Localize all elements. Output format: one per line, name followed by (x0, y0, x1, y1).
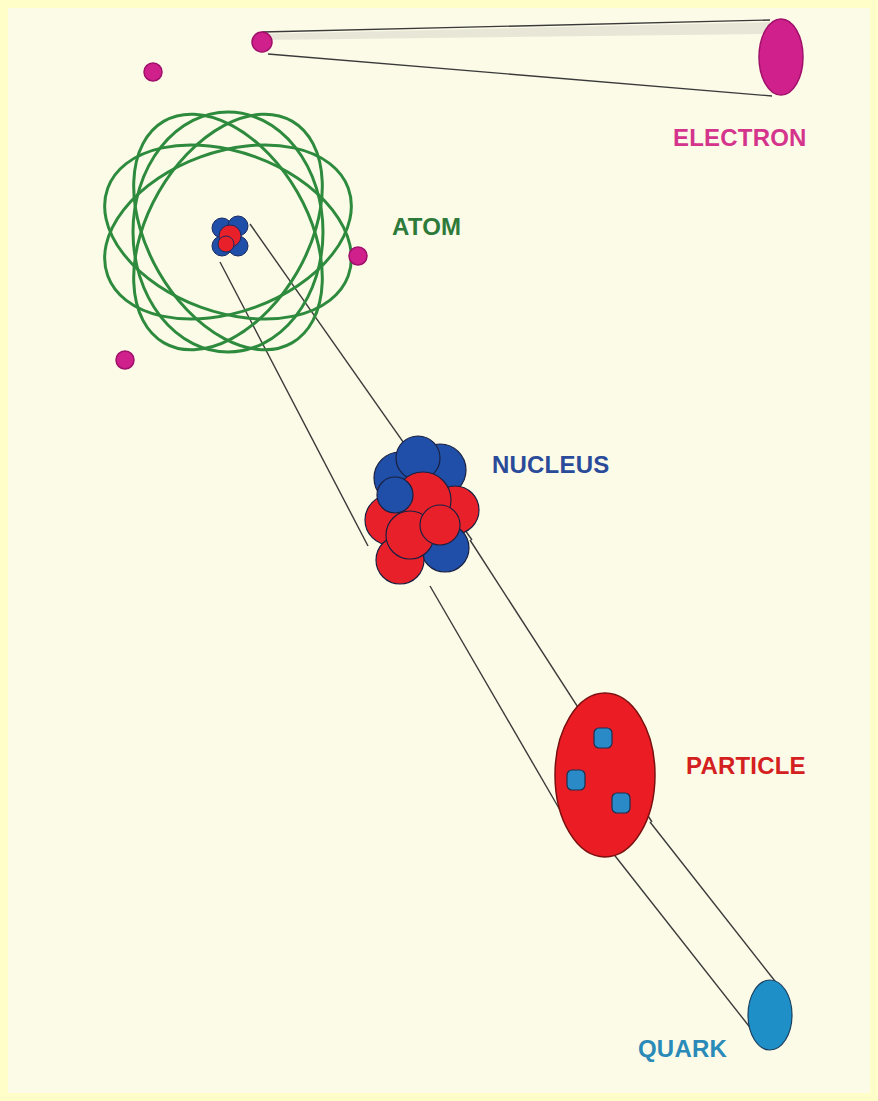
electron-dot (144, 63, 162, 81)
zoom-band (262, 22, 770, 40)
orbit (133, 112, 323, 352)
orbit (80, 113, 375, 351)
orbit (95, 81, 362, 383)
orbit (95, 81, 362, 383)
part-label: ATOM (392, 215, 461, 239)
part-label: NUCLEUS (492, 453, 609, 477)
part-label: QUARK (638, 1037, 727, 1061)
zoom-line (612, 852, 752, 1030)
small-nucleus (212, 216, 248, 256)
electron-dot (349, 247, 367, 265)
zoom-line (650, 822, 782, 990)
quark-dot (594, 728, 612, 748)
electrons (116, 32, 367, 369)
zoom-lines (220, 20, 782, 1030)
quark-dot (567, 770, 585, 790)
big-nucleus (365, 436, 479, 584)
electron-dot (116, 351, 134, 369)
background (8, 8, 870, 1093)
part-label: ELECTRON (673, 126, 807, 150)
quark-zoom (748, 980, 792, 1050)
quark-dot (612, 793, 630, 813)
electron-zoom (759, 19, 803, 95)
zoom-line (268, 54, 772, 96)
zoom-line (220, 262, 368, 546)
part-label: PARTICLE (686, 754, 806, 778)
zoom-line (430, 586, 560, 810)
particle-figure (555, 693, 655, 857)
orbit (80, 113, 375, 351)
electron-dot (252, 32, 272, 52)
orbits (80, 81, 375, 383)
